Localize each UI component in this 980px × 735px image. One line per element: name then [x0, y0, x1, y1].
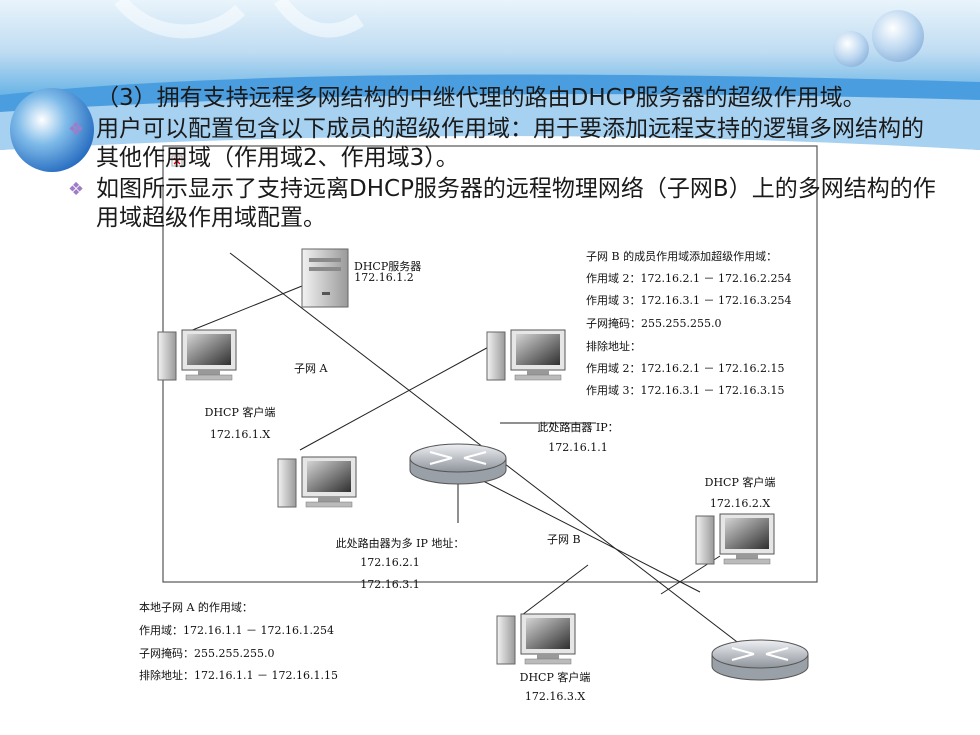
computer-icon-client-a — [157, 329, 237, 381]
local-scope-a-line: 子网掩码：255.255.255.0 — [139, 647, 275, 660]
client-b2-label: DHCP 客户端 — [704, 476, 776, 489]
client-a-label: DHCP 客户端 — [204, 406, 276, 419]
superscope-b-line: 作用域 2：172.16.2.1 － 172.16.2.15 — [586, 362, 785, 375]
bullet-item: （3）拥有支持远程多网结构的中继代理的路由DHCP服务器的超级作用域。 — [60, 84, 940, 113]
router-ip: 172.16.1.1 — [548, 441, 608, 454]
bullet-text: （3）拥有支持远程多网结构的中继代理的路由DHCP服务器的超级作用域。 — [96, 85, 866, 111]
client-b3-label: DHCP 客户端 — [519, 671, 591, 684]
diamond-bullet-icon: ❖ — [68, 179, 85, 200]
router-multi-ip-label: 此处路由器为多 IP 地址： — [335, 537, 465, 550]
superscope-b-line: 作用域 3：172.16.3.1 － 172.16.3.15 — [586, 384, 785, 397]
router-ip-label: 此处路由器 IP： — [537, 421, 619, 434]
bullet-text: 用户可以配置包含以下成员的超级作用域：用于要添加远程支持的逻辑多网结构的其他作用… — [96, 116, 924, 171]
decor-orb-medium — [872, 10, 924, 62]
superscope-b-line: 子网掩码：255.255.255.0 — [586, 317, 722, 330]
bullet-list: （3）拥有支持远程多网结构的中继代理的路由DHCP服务器的超级作用域。 ❖ 用户… — [60, 84, 940, 235]
bullet-item: ❖ 如图所示显示了支持远离DHCP服务器的远程物理网络（子网B）上的多网结构的作… — [60, 175, 940, 233]
client-b3-ip: 172.16.3.X — [524, 690, 586, 703]
bullet-text: 如图所示显示了支持远离DHCP服务器的远程物理网络（子网B）上的多网结构的作用域… — [96, 176, 936, 231]
router-multi-ip-2: 172.16.3.1 — [360, 578, 420, 591]
superscope-b-line: 排除地址： — [586, 340, 641, 353]
router-multi-ip-1: 172.16.2.1 — [360, 556, 420, 569]
client-b2-ip: 172.16.2.X — [709, 497, 771, 510]
subnet-b-label: 子网 B — [547, 533, 581, 546]
header-band — [0, 0, 980, 150]
superscope-b-line: 作用域 2：172.16.2.1 － 172.16.2.254 — [586, 272, 792, 285]
router-icon-main — [409, 443, 507, 485]
local-scope-a-line: 作用域：172.16.1.1 － 172.16.1.254 — [139, 624, 334, 637]
computer-icon-client-b3 — [496, 613, 576, 665]
broken-image-placeholder — [171, 155, 183, 167]
dhcp-server-icon — [301, 248, 349, 308]
server-ip: 172.16.1.2 — [354, 271, 414, 284]
superscope-b-line: 作用域 3：172.16.3.1 － 172.16.3.254 — [586, 294, 792, 307]
computer-icon-subnet-a-right — [486, 329, 566, 381]
local-scope-a-line: 本地子网 A 的作用域： — [139, 601, 253, 614]
superscope-b-line: 子网 B 的成员作用域添加超级作用域： — [586, 250, 778, 263]
diamond-bullet-icon: ❖ — [68, 119, 85, 140]
decor-orb-small — [833, 31, 869, 67]
router-icon-remote — [711, 639, 809, 681]
computer-icon-subnet-a-bottom — [277, 456, 357, 508]
subnet-a-label: 子网 A — [294, 362, 328, 375]
computer-icon-client-b2 — [695, 513, 775, 565]
bullet-item: ❖ 用户可以配置包含以下成员的超级作用域：用于要添加远程支持的逻辑多网结构的其他… — [60, 115, 940, 173]
client-a-ip: 172.16.1.X — [209, 428, 271, 441]
decor-orb-left — [10, 88, 94, 172]
local-scope-a-line: 排除地址：172.16.1.1 － 172.16.1.15 — [139, 669, 338, 682]
server-label: DHCP服务器 — [354, 260, 422, 273]
